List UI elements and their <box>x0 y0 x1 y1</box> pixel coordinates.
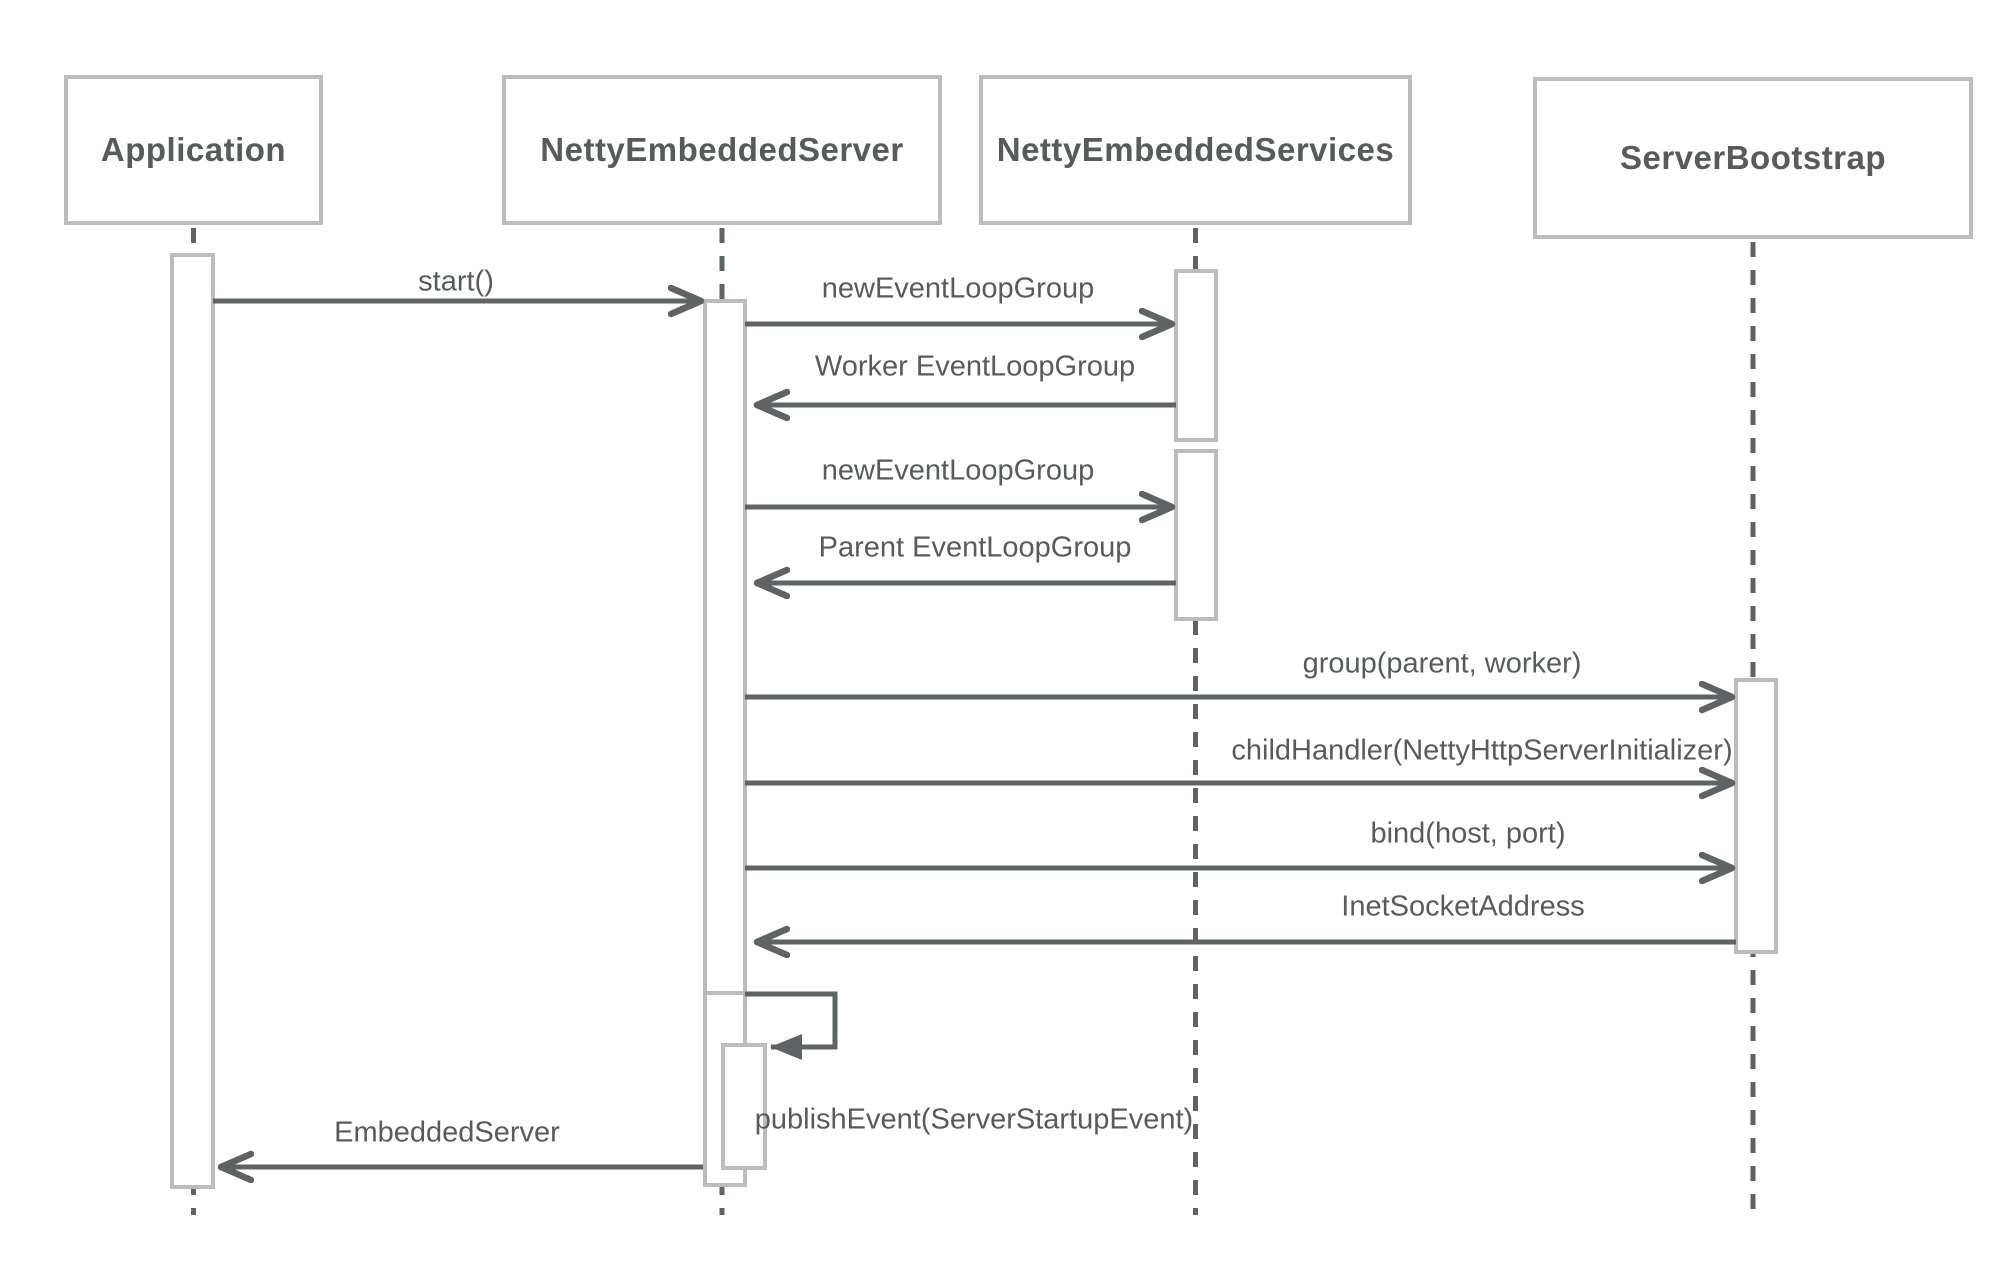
message-label-group: group(parent, worker) <box>1302 647 1582 680</box>
message-label-inet-return: InetSocketAddress <box>1341 890 1585 923</box>
participant-application-label: Application <box>100 131 287 168</box>
message-label-worker-return: Worker EventLoopGroup <box>814 350 1136 383</box>
message-label-bind: bind(host, port) <box>1370 817 1566 850</box>
arrow-publishevent-self <box>745 991 838 1060</box>
participant-nettyembeddedservices: NettyEmbeddedServices <box>979 75 1412 225</box>
message-label-neweventloop-1: newEventLoopGroup <box>821 272 1095 305</box>
activation-services-1 <box>1174 269 1218 442</box>
participant-nettyembeddedservices-label: NettyEmbeddedServices <box>996 131 1395 168</box>
message-label-neweventloop-2: newEventLoopGroup <box>821 454 1095 487</box>
message-label-embeddedserver: EmbeddedServer <box>334 1116 560 1149</box>
activation-server-nested <box>721 1043 767 1170</box>
message-label-publishevent: publishEvent(ServerStartupEvent) <box>754 1103 1194 1136</box>
activation-server-1 <box>703 299 747 995</box>
message-label-start: start() <box>418 265 494 298</box>
activation-serverbootstrap <box>1734 678 1778 954</box>
participant-nettyembeddedserver: NettyEmbeddedServer <box>502 75 942 225</box>
participant-serverbootstrap-label: ServerBootstrap <box>1619 139 1887 176</box>
participant-serverbootstrap: ServerBootstrap <box>1533 77 1973 239</box>
message-label-childhandler: childHandler(NettyHttpServerInitializer) <box>1231 734 1733 767</box>
participant-nettyembeddedserver-label: NettyEmbeddedServer <box>540 131 904 168</box>
message-label-parent-return: Parent EventLoopGroup <box>818 531 1132 564</box>
activation-application <box>170 253 215 1189</box>
activation-services-2 <box>1174 449 1218 621</box>
participant-application: Application <box>64 75 323 225</box>
